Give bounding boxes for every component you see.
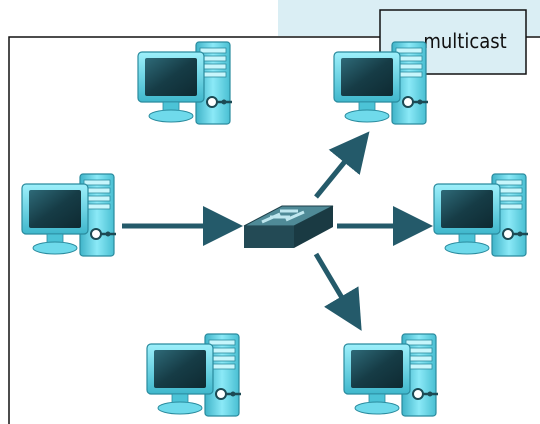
computer-icon-receiver-right bbox=[432, 172, 530, 258]
computer-icon-idle-bottom bbox=[145, 332, 243, 418]
arrow-switch-to-top bbox=[314, 131, 370, 199]
arrow-group bbox=[122, 131, 433, 331]
computer-icon-source bbox=[20, 172, 118, 258]
computer-icon-receiver-top bbox=[332, 40, 430, 126]
diagram-frame bbox=[8, 36, 540, 424]
computer-icon-idle-top bbox=[136, 40, 234, 126]
computer-icon-receiver-bottom bbox=[342, 332, 440, 418]
multicast-label: multicast bbox=[423, 29, 506, 53]
arrow-switch-to-bottom bbox=[313, 252, 362, 331]
network-switch-icon bbox=[243, 205, 334, 248]
